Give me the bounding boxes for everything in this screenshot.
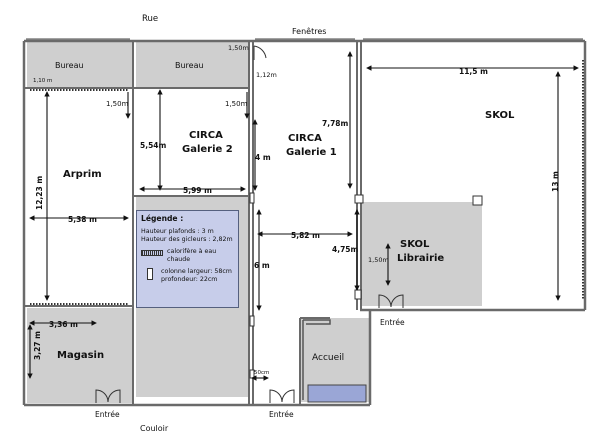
entrance-label-left: Entrée xyxy=(95,410,120,419)
room-galerie2-line2: Galerie 2 xyxy=(182,144,233,155)
dim-150-galerie2: 1,50m xyxy=(225,100,248,108)
dim-582: 5,82 m xyxy=(291,231,320,240)
column-icon xyxy=(147,267,153,280)
dim-554: 5,54m xyxy=(140,141,167,150)
dim-4: 4 m xyxy=(255,153,271,162)
column-icon xyxy=(472,195,483,206)
windows-label: Fenêtres xyxy=(292,26,326,36)
dim-50: 50cm xyxy=(254,370,269,376)
bureau-right-area xyxy=(136,42,248,87)
dim-1150: 11,5 m xyxy=(459,67,488,76)
dim-336: 3,36 m xyxy=(49,320,78,329)
inner-walls xyxy=(24,41,362,405)
room-galerie1-line2: Galerie 1 xyxy=(286,147,337,158)
dim-150-top: 1,50m xyxy=(228,44,249,52)
dim-110: 1,10 m xyxy=(33,78,52,84)
room-galerie2-line1: CIRCA xyxy=(189,130,223,141)
entrance-doors xyxy=(95,294,404,403)
legend-radiator: calorifère à eau chaude xyxy=(141,248,234,264)
accueil-partition xyxy=(302,319,331,400)
radiators xyxy=(30,60,584,305)
dim-599: 5,99 m xyxy=(183,186,212,195)
room-librairie-line2: Librairie xyxy=(397,253,444,264)
corridor-label: Couloir xyxy=(140,424,169,433)
room-galerie1-line1: CIRCA xyxy=(288,133,322,144)
room-magasin: Magasin xyxy=(57,350,104,361)
street-label: Rue xyxy=(142,14,158,24)
legend-column-width: colonne largeur: 58cm xyxy=(161,267,232,275)
door-galerie1 xyxy=(253,45,267,60)
legend-column: colonne largeur: 58cm profondeur: 22cm xyxy=(141,267,234,284)
room-librairie-line1: SKOL xyxy=(400,239,430,250)
dim-475: 4,75m xyxy=(332,245,359,254)
entrance-label-right: Entrée xyxy=(380,318,405,327)
entrance-label-middle: Entrée xyxy=(269,410,294,419)
room-bureau-right: Bureau xyxy=(175,61,204,70)
room-skol: SKOL xyxy=(485,110,515,121)
room-arprim: Arprim xyxy=(63,169,102,180)
librairie-area xyxy=(362,202,482,306)
radiator-icon xyxy=(141,250,163,257)
dim-150-arprim: 1,50m xyxy=(106,100,129,108)
dim-112: 1,12m xyxy=(256,71,277,79)
room-accueil: Accueil xyxy=(312,353,344,363)
legend-title: Légende : xyxy=(141,214,184,223)
outer-walls xyxy=(22,39,587,407)
dim-538: 5,38 m xyxy=(68,215,97,224)
bureau-left-area xyxy=(27,42,132,87)
room-bureau-left: Bureau xyxy=(55,61,84,70)
dim-6: 6 m xyxy=(254,261,270,270)
dim-778: 7,78m xyxy=(322,119,349,128)
legend-sprinkler-height: Hauteur des gicleurs : 2,82m xyxy=(141,236,233,244)
column-icon xyxy=(249,192,255,204)
dim-327: 3,27 m xyxy=(33,331,42,360)
legend-column-depth: profondeur: 22cm xyxy=(161,275,218,283)
dim-1223: 12,23 m xyxy=(35,176,44,210)
dim-150-librairie: 1,50m xyxy=(368,256,389,264)
legend-column-text: colonne largeur: 58cm profondeur: 22cm xyxy=(161,268,232,284)
legend-ceiling-height: Hauteur plafonds : 3 m xyxy=(141,228,214,236)
dim-13: 13 m xyxy=(551,171,560,192)
dimension-lines xyxy=(27,51,579,381)
column-icon xyxy=(354,289,362,300)
accueil-counter xyxy=(307,384,367,403)
legend: Légende : Hauteur plafonds : 3 m Hauteur… xyxy=(136,210,239,308)
column-icon xyxy=(354,194,364,204)
column-icon xyxy=(249,315,255,327)
legend-radiator-label: calorifère à eau chaude xyxy=(167,248,217,264)
